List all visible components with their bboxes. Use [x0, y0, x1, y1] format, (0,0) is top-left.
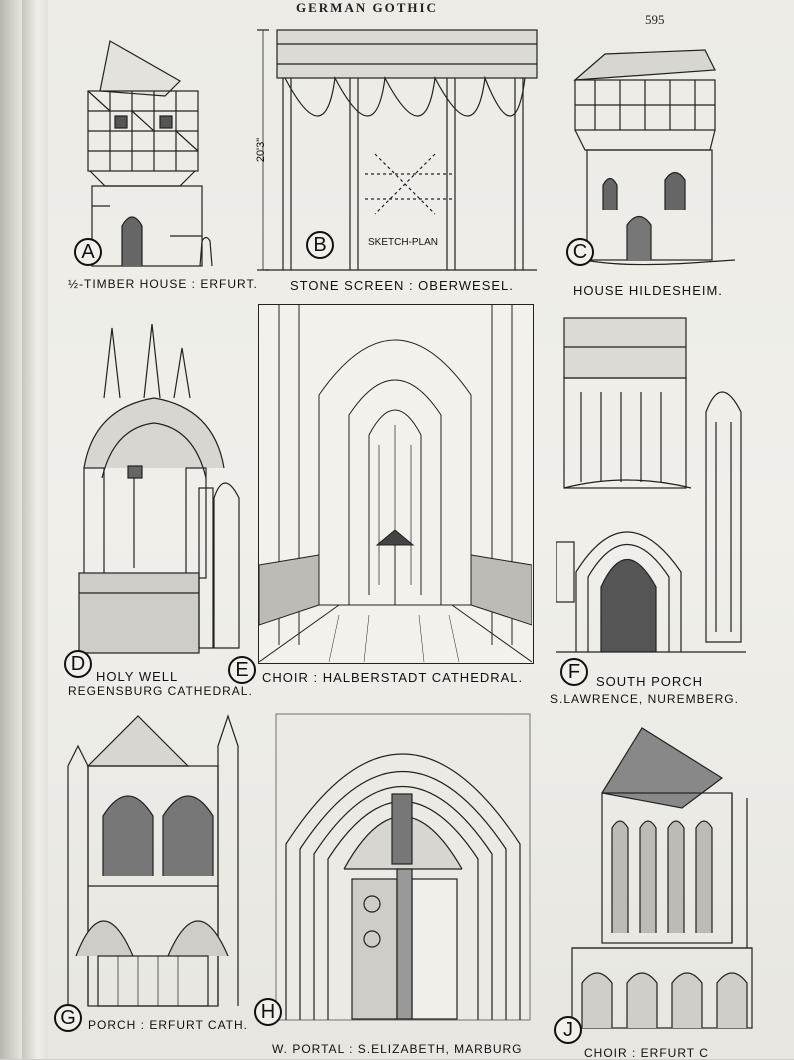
page-number: 595 [645, 12, 665, 27]
plate-f-illustration: F [556, 312, 746, 686]
plate-e-letter-badge: E [228, 656, 256, 684]
plate-g-caption: PORCH : ERFURT CATH. [88, 1018, 249, 1032]
plate-g-illustration: G [54, 706, 252, 1032]
plate-d-caption-line2: REGENSBURG CATHEDRAL. [68, 684, 253, 698]
choir-exterior-icon [571, 727, 753, 1029]
plate-g-letter-badge: G [54, 1004, 82, 1032]
plate-c-illustration: C [565, 40, 745, 276]
house-icon [573, 49, 736, 266]
holy-well-icon [78, 323, 240, 654]
plate-b-illustration: 20'3" B SKETCH-PLAN [255, 24, 545, 274]
choir-interior-icon [259, 305, 532, 662]
plate-c-letter-badge: C [566, 238, 594, 266]
plate-j-illustration: J [554, 718, 762, 1044]
plate-b-sketch-plan-label: SKETCH-PLAN [368, 237, 439, 248]
plate-h-caption: W. PORTAL : S.ELIZABETH, MARBURG [272, 1042, 523, 1056]
plate-h-letter-badge: H [254, 998, 282, 1026]
page-header: GERMAN GOTHIC [296, 0, 438, 15]
plate-a-illustration: A [70, 36, 250, 272]
plate-f-letter-badge: F [560, 658, 588, 686]
plate-d-letter-badge: D [64, 650, 92, 678]
plate-d-caption: HOLY WELL [96, 669, 179, 684]
plate-b-caption: STONE SCREEN : OBERWESEL. [290, 278, 514, 293]
plate-b-dimension: 20'3" [255, 137, 268, 163]
cathedral-porch-icon [67, 714, 239, 1007]
book-fore-edge [22, 0, 48, 1059]
plate-j-caption: CHOIR : ERFURT C [584, 1046, 709, 1060]
timber-house-icon [87, 40, 213, 267]
porch-icon [556, 317, 746, 653]
plate-a-letter-badge: A [74, 238, 102, 266]
portal-icon [275, 713, 531, 1021]
plate-c-caption: HOUSE HILDESHEIM. [573, 283, 723, 298]
plate-j-letter-badge: J [554, 1016, 582, 1044]
plate-b-letter-badge: B [306, 231, 334, 259]
plate-d-illustration: D [64, 318, 246, 678]
plate-e-illustration [258, 304, 534, 664]
plate-e-caption: CHOIR : HALBERSTADT CATHEDRAL. [262, 670, 524, 685]
plate-f-caption-line2: S.LAWRENCE, NUREMBERG. [550, 692, 739, 706]
plate-f-caption: SOUTH PORCH [596, 674, 704, 689]
plate-h-illustration: H [254, 694, 534, 1026]
stone-screen-icon [257, 29, 538, 271]
plate-a-caption: ½-TIMBER HOUSE : ERFURT. [68, 277, 258, 291]
